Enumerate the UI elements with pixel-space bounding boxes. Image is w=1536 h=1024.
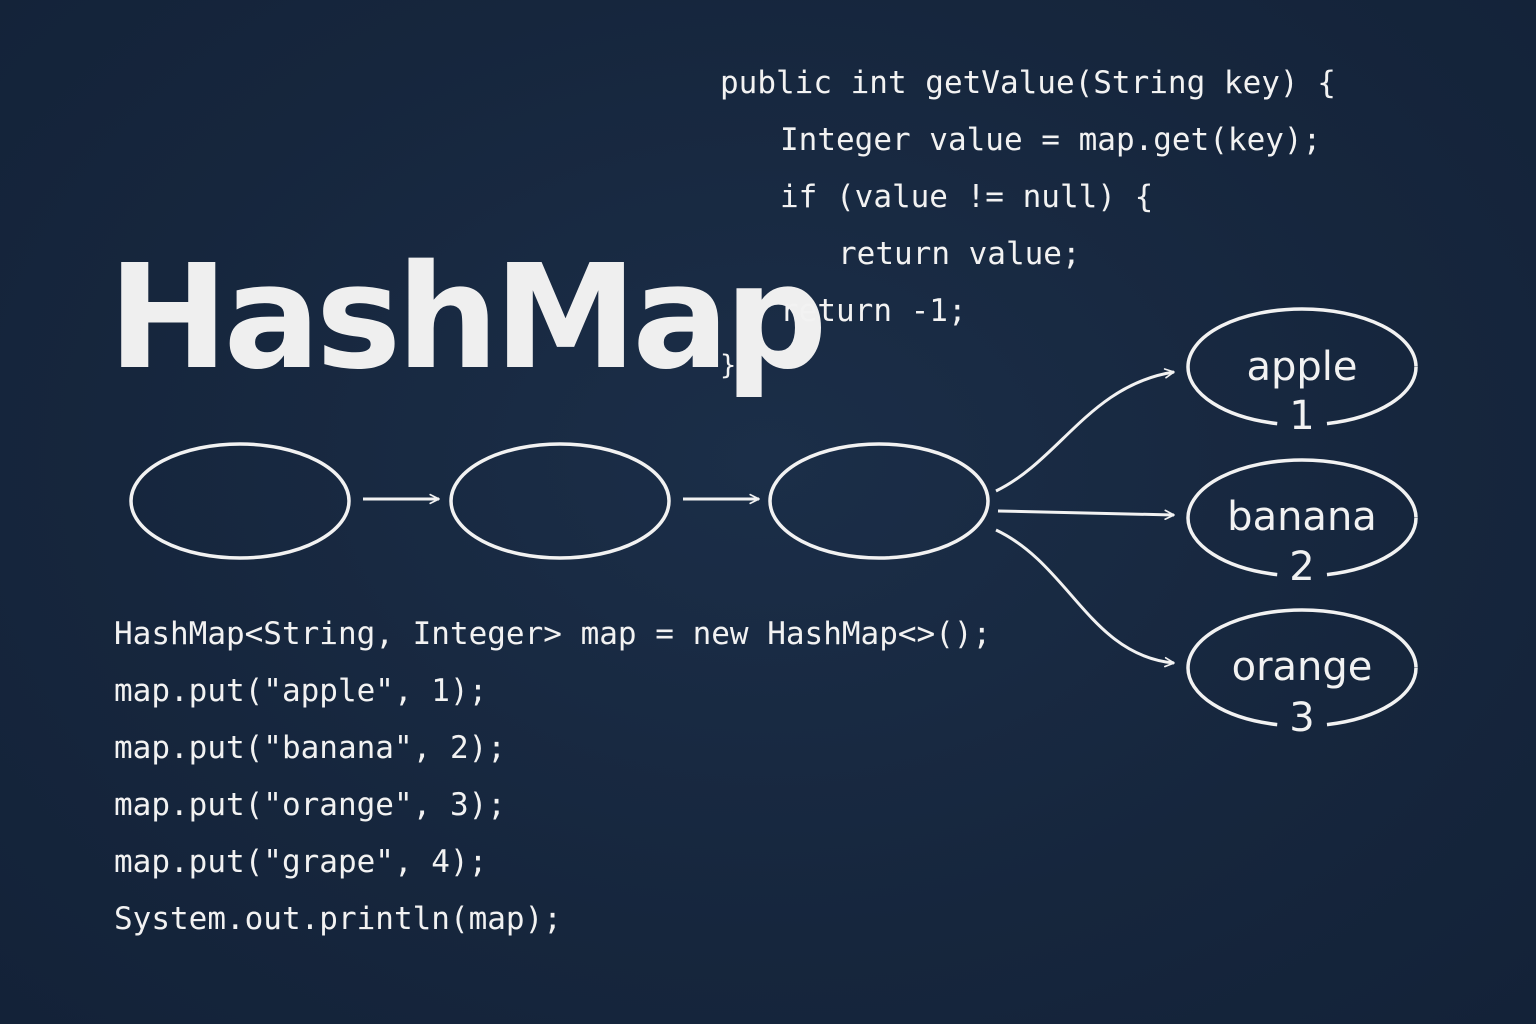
entry-value: 1 xyxy=(1289,393,1314,439)
code-line: if (value != null) { xyxy=(780,179,1154,215)
code-line: HashMap<String, Integer> map = new HashM… xyxy=(114,616,992,652)
entry-key: banana xyxy=(1227,494,1377,540)
bucket-node xyxy=(768,442,990,560)
page-title: HashMap xyxy=(108,233,827,401)
entry-key: orange xyxy=(1232,644,1373,690)
branch-arrow xyxy=(995,368,1175,493)
entry-node-banana: banana 2 xyxy=(1186,458,1418,590)
entry-node-apple: apple 1 xyxy=(1186,307,1418,439)
entry-outline xyxy=(1186,307,1418,427)
code-line: public int getValue(String key) { xyxy=(720,65,1336,101)
code-line: Integer value = map.get(key); xyxy=(780,122,1322,158)
bucket-node xyxy=(449,442,671,560)
code-line: map.put("grape", 4); xyxy=(114,844,488,880)
entry-outline xyxy=(1186,458,1418,578)
branch-arrow xyxy=(995,528,1175,668)
code-line: return -1; xyxy=(780,293,967,329)
entry-value: 2 xyxy=(1289,544,1314,590)
code-line: } xyxy=(720,350,737,381)
entry-key: apple xyxy=(1246,344,1357,390)
bucket-node xyxy=(129,442,351,560)
code-line: map.put("orange", 3); xyxy=(114,787,506,823)
entry-value: 3 xyxy=(1289,695,1314,741)
entry-node-orange: orange 3 xyxy=(1186,608,1418,741)
code-line: return value; xyxy=(838,236,1081,272)
code-line: System.out.println(map); xyxy=(114,901,562,937)
branch-arrow xyxy=(997,509,1175,521)
code-line: map.put("banana", 2); xyxy=(114,730,506,766)
entry-outline xyxy=(1186,608,1418,728)
code-line: map.put("apple", 1); xyxy=(114,673,488,709)
